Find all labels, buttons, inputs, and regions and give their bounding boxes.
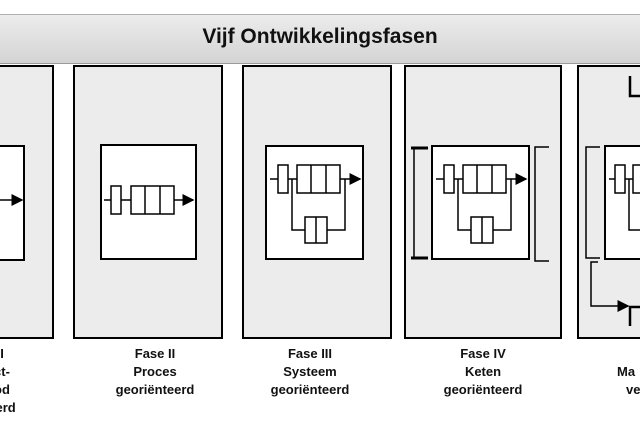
caption-line: eerd — [0, 400, 16, 415]
phase-4-panel — [404, 65, 562, 339]
caption-line: od — [0, 382, 10, 397]
phase-2-caption: Fase II Proces georiënteerd — [75, 345, 235, 399]
phase-3-caption: Fase III Systeem georiënteerd — [230, 345, 390, 399]
phase-2-panel — [73, 65, 223, 339]
phase-4-caption: Fase IV Keten georiënteerd — [403, 345, 563, 399]
phase-3-panel — [242, 65, 392, 339]
phase-1-panel — [0, 65, 54, 339]
phase-5-panel — [577, 65, 640, 339]
caption-line: georiënteerd — [270, 382, 350, 397]
caption-line: Fase IV — [460, 346, 506, 361]
caption-line: georiënteerd — [443, 382, 523, 397]
caption-line: Systeem — [283, 364, 337, 379]
caption-line: Keten — [464, 364, 502, 379]
caption-line: Ma — [617, 364, 636, 379]
title-bar — [0, 14, 640, 64]
caption-line: ve — [626, 382, 640, 397]
caption-line: Fase II — [134, 346, 176, 361]
phase-1-caption: I ct- od eerd — [0, 345, 82, 417]
caption-line: georiënteerd — [115, 382, 195, 397]
caption-line: Proces — [133, 364, 177, 379]
caption-line: Fase III — [287, 346, 333, 361]
diagram-title: Vijf Ontwikkelingsfasen — [202, 25, 438, 48]
phase-5-caption: Ma ve — [605, 363, 640, 399]
caption-line: ct- — [0, 364, 10, 379]
caption-line: I — [0, 346, 4, 361]
